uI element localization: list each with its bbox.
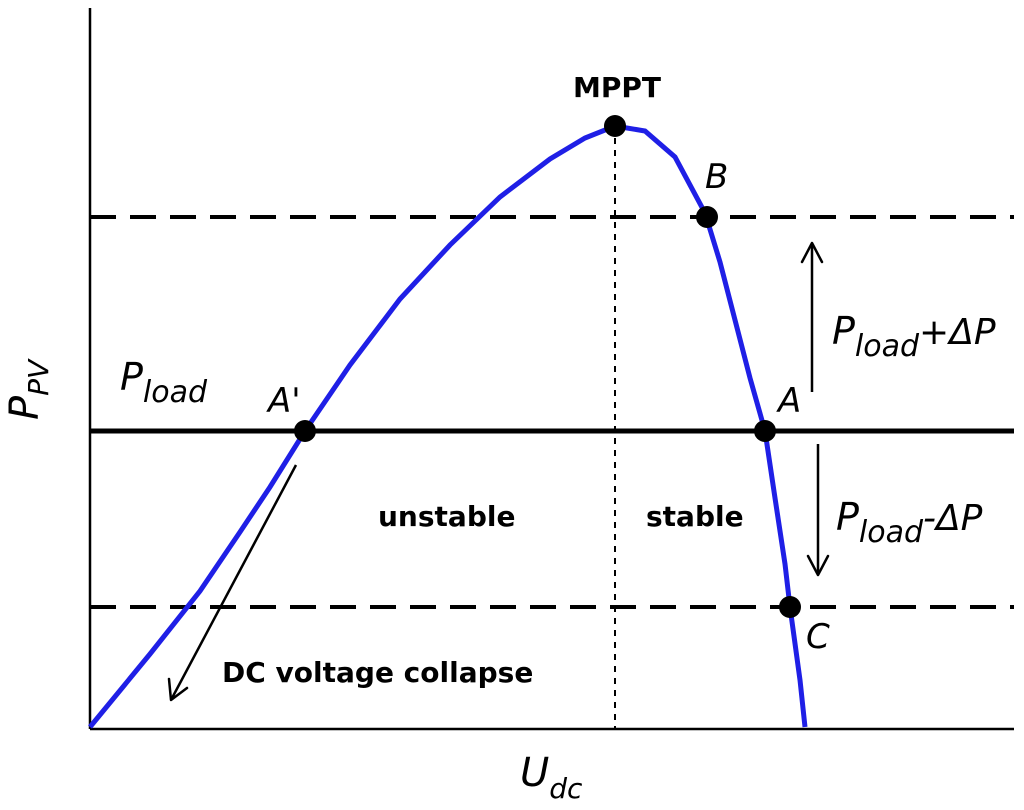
load-power-label: Pload: [120, 355, 208, 410]
decrease-band-label: Pload-ΔP: [836, 495, 983, 550]
arrow-up-icon: [800, 241, 824, 264]
arrow-down-left-icon: [167, 677, 189, 702]
point-a-prime-label: A': [266, 381, 301, 421]
unstable-region-label: unstable: [378, 500, 515, 533]
stable-region-label: stable: [646, 500, 744, 533]
y-axis-label: PPV: [2, 358, 55, 420]
point-c-label: C: [806, 617, 830, 657]
arrow-down-icon: [806, 554, 830, 577]
mppt-point: [604, 115, 626, 137]
increase-band-label: Pload+ΔP: [832, 309, 996, 364]
point-c-marker: [779, 596, 801, 618]
point-a-marker: [754, 420, 776, 442]
x-axis-label: Udc: [520, 750, 583, 805]
point-b-label: B: [705, 157, 728, 197]
mppt-label: MPPT: [573, 71, 661, 104]
dc-voltage-collapse-label: DC voltage collapse: [222, 656, 533, 689]
point-a-label: A: [776, 381, 801, 421]
point-b-marker: [696, 206, 718, 228]
collapse-arrow-shaft: [169, 464, 298, 701]
point-a-prime-marker: [294, 420, 316, 442]
